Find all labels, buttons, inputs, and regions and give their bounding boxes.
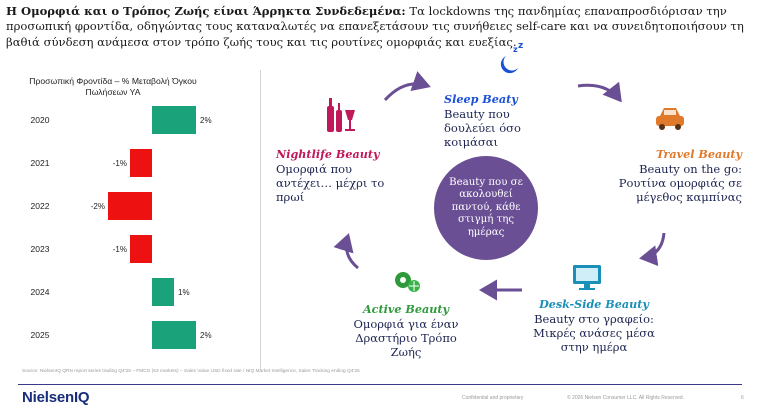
node-desk-beauty: Desk-Side Beauty Beauty στο γραφείο: Μικ… — [524, 297, 664, 354]
center-circle: Beauty που σε ακολουθεί παντού, κάθε στι… — [434, 156, 538, 260]
category-label: 2023 — [31, 244, 50, 254]
node-active-beauty: Active Beauty Ομορφιά για έναν Δραστήριο… — [350, 302, 462, 359]
category-label: 2024 — [31, 287, 50, 297]
source-note: Source: NielsenIQ QRN report series trad… — [22, 369, 360, 374]
node-sleep-text: Beauty που δουλεύει όσο κοιμάσαι — [444, 107, 521, 149]
category-label: 2025 — [31, 330, 50, 340]
nielseniq-logo: NielsenIQ — [22, 389, 90, 406]
node-nightlife-beauty: Nightlife Beauty Ομορφιά που αντέχει… μέ… — [276, 147, 396, 204]
header-title-text: Τα lockdowns της πανδημίας επαναπροσδιόρ… — [6, 4, 744, 49]
zzz-moon-icon: z z — [500, 41, 523, 74]
arrow-sleep-to-travel — [577, 81, 622, 103]
center-text: Beauty που σε ακολουθεί παντού, κάθε στι… — [449, 176, 523, 238]
data-label: 2% — [200, 116, 212, 125]
footer-copyright: © 2026 Nielsen Consumer LLC. All Rights … — [567, 395, 685, 401]
svg-text:z: z — [518, 41, 523, 51]
node-active-title: Active Beauty — [362, 302, 450, 316]
category-label: 2021 — [31, 158, 50, 168]
monitor-icon — [573, 265, 601, 290]
node-travel-text: Beauty on the go: Ρουτίνα ομορφιάς σε μέ… — [618, 162, 742, 204]
bar — [152, 106, 196, 134]
section-divider — [260, 70, 261, 370]
node-desk-title: Desk-Side Beauty — [539, 297, 649, 311]
page-header: Η Ομορφιά και ο Τρόπος Ζωής είναι Άρρηκτ… — [6, 4, 756, 50]
node-travel-beauty: Travel Beauty Beauty on the go: Ρουτίνα … — [602, 147, 742, 204]
data-label: -1% — [113, 245, 127, 254]
arrow-nightlife-to-sleep — [383, 71, 431, 102]
bottles-glass-icon — [327, 98, 355, 132]
data-label: -1% — [113, 159, 127, 168]
node-nightlife-text: Ομορφιά που αντέχει… μέχρι το πρωί — [276, 162, 385, 204]
bar — [108, 192, 152, 220]
footer-confidential: Confidential and proprietary — [462, 395, 524, 401]
data-label: 2% — [200, 331, 212, 340]
car-icon — [656, 108, 684, 130]
bar — [130, 235, 152, 263]
svg-text:z: z — [513, 45, 518, 54]
arrow-travel-to-desk — [639, 232, 666, 267]
arrow-active-to-nightlife — [333, 233, 359, 270]
header-title-bold: Η Ομορφιά και ο Τρόπος Ζωής είναι Άρρηκτ… — [6, 4, 406, 18]
sales-change-bar-chart: 2020 2% 2021 -1% 2022 -2% 2023 -1% 2024 1% 2025 2% — [31, 106, 212, 349]
node-travel-title: Travel Beauty — [655, 147, 742, 161]
node-desk-text: Beauty στο γραφείο: Μικρές ανάσες μέσα σ… — [533, 312, 655, 354]
data-label: 1% — [178, 288, 190, 297]
data-label: -2% — [91, 202, 105, 211]
category-label: 2020 — [31, 115, 50, 125]
chart-title: Προσωπική Φροντίδα – % Μεταβολή Όγκου Πω… — [29, 76, 197, 97]
footer-page-number: 6 — [741, 395, 744, 401]
balls-icon — [395, 272, 420, 292]
node-sleep-beauty: Sleep Beaty Beauty που δουλεύει όσο κοιμ… — [444, 92, 564, 149]
node-nightlife-title: Nightlife Beauty — [276, 147, 380, 161]
bar — [130, 149, 152, 177]
category-label: 2022 — [31, 201, 50, 211]
footer-divider — [18, 384, 742, 385]
bar — [152, 321, 196, 349]
bar — [152, 278, 174, 306]
node-active-text: Ομορφιά για έναν Δραστήριο Τρόπο Ζωής — [353, 317, 459, 359]
node-sleep-title: Sleep Beaty — [444, 92, 518, 106]
